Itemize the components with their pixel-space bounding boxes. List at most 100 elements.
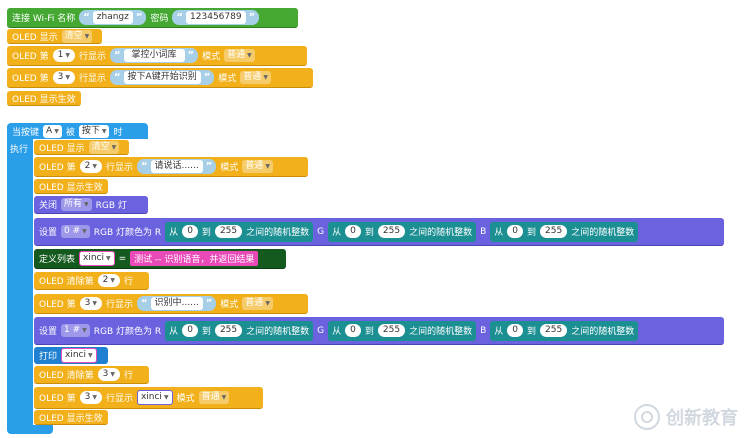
wifi-password-input[interactable]: 123456789 (186, 11, 246, 24)
chevron-down-icon: ▼ (92, 163, 97, 170)
exec-label: 执行 (10, 145, 29, 155)
oled-var-dropdown[interactable]: xinci▼ (136, 390, 173, 405)
wifi-connect-block[interactable]: 连接 Wi-Fi 名称 “ zhangz ” 密码 “ 123456789 ” (7, 8, 298, 28)
oled-line3-var-block[interactable]: OLED 第 3▼ 行显示 xinci▼ 模式 普通▼ (34, 387, 263, 409)
random-int-g[interactable]: 从 0 到 255 之间的随机整数 (328, 320, 477, 341)
oled-text-input[interactable]: 请说话...... (150, 160, 203, 173)
rgb-set-block[interactable]: 设置 0 #▼ RGB 灯颜色为 R 从 0 到 255 之间的随机整数 G 从… (34, 218, 724, 246)
random-max-input[interactable]: 255 (540, 324, 568, 337)
random-max-input[interactable]: 255 (214, 324, 243, 337)
wifi-password-string[interactable]: “ 123456789 ” (172, 10, 260, 25)
oled-line3-block[interactable]: OLED 第 3▼ 行显示 “ 按下A键开始识别 ” 模式 普通▼ (7, 68, 313, 88)
quote-close-icon: ” (187, 50, 195, 61)
clear-line-input[interactable]: 2▼ (97, 274, 120, 287)
wifi-name-string[interactable]: “ zhangz ” (79, 10, 147, 25)
random-suffix-label: 之间的随机整数 (246, 327, 310, 337)
chevron-down-icon: ▼ (263, 74, 268, 81)
random-int-r[interactable]: 从 0 到 255 之间的随机整数 (165, 221, 314, 242)
oled-effect-block[interactable]: OLED 显示生效 (7, 91, 81, 106)
line-number-value: 3 (84, 392, 91, 402)
oled-text-string[interactable]: “ 请说话...... ” (136, 159, 217, 174)
print-block[interactable]: 打印 xinci▼ (34, 347, 108, 364)
oled-line3-block[interactable]: OLED 第 3▼ 行显示 “ 识别中...... ” 模式 普通▼ (34, 294, 308, 314)
random-max-input[interactable]: 255 (377, 225, 406, 238)
led-select-dropdown[interactable]: 所有▼ (61, 198, 92, 211)
oled-line1-block[interactable]: OLED 第 1▼ 行显示 “ 掌控小词库 ” 模式 普通▼ (7, 46, 307, 66)
chevron-down-icon: ▼ (92, 394, 97, 401)
list-var-dropdown[interactable]: xinci▼ (79, 251, 115, 266)
line-number-input[interactable]: 3▼ (79, 391, 102, 404)
oled-clear-dropdown[interactable]: 清空▼ (61, 29, 93, 43)
random-min-input[interactable]: 0 (345, 324, 361, 337)
rgb-off-block[interactable]: 关闭 所有▼ RGB 灯 (34, 196, 148, 214)
random-min-input[interactable]: 0 (507, 324, 524, 337)
random-int-r[interactable]: 从 0 到 255 之间的随机整数 (165, 320, 314, 341)
random-max-input[interactable]: 255 (377, 324, 406, 337)
rgb-set-block[interactable]: 设置 1 #▼ RGB 灯颜色为 R 从 0 到 255 之间的随机整数 G 从… (34, 317, 724, 345)
speech-recognition-block[interactable]: 测试 -- 识别语音，并返回结果 (130, 251, 259, 266)
key-dropdown[interactable]: A▼ (43, 124, 62, 138)
quote-close-icon: ” (248, 12, 256, 23)
chevron-down-icon: ▼ (106, 255, 111, 262)
mode-label: 模式 (218, 74, 237, 84)
oled-clear-dropdown[interactable]: 清空▼ (88, 140, 120, 154)
clear-line-input[interactable]: 3▼ (97, 368, 120, 381)
oled-clear-block[interactable]: OLED 显示 清空▼ (7, 29, 102, 44)
mode-dropdown[interactable]: 普通▼ (240, 71, 271, 84)
oled-line-suffix: 行显示 (78, 52, 106, 62)
led-index-dropdown[interactable]: 0 #▼ (61, 225, 90, 238)
watermark-text: 创新教育 (666, 408, 738, 429)
random-min-input[interactable]: 0 (345, 225, 361, 238)
oled-clear-block[interactable]: OLED 显示 清空▼ (34, 140, 129, 155)
mode-label: 模式 (176, 394, 195, 404)
line-number-input[interactable]: 1▼ (52, 49, 75, 62)
oled-show-label: OLED 显示 (39, 143, 85, 154)
wifi-label: 连接 Wi-Fi 名称 (12, 14, 76, 24)
line-number-input[interactable]: 2▼ (79, 160, 102, 173)
random-max-input[interactable]: 255 (214, 225, 243, 238)
oled-show-label: OLED 显示 (12, 32, 58, 43)
oled-text-input[interactable]: 按下A键开始识别 (123, 71, 201, 84)
random-int-b[interactable]: 从 0 到 255 之间的随机整数 (490, 320, 639, 341)
oled-text-input[interactable]: 识别中...... (150, 297, 203, 310)
mode-dropdown[interactable]: 普通▼ (242, 297, 273, 310)
print-var-dropdown[interactable]: xinci▼ (61, 348, 97, 363)
button-event-header[interactable]: 当按键 A▼ 被 按下▼ 时 (7, 123, 148, 139)
oled-effect-block[interactable]: OLED 显示生效 (34, 179, 108, 194)
oled-clear-line-block[interactable]: OLED 清除第 3▼ 行 (34, 366, 149, 384)
mode-label: 模式 (220, 163, 239, 173)
mode-dropdown[interactable]: 普通▼ (242, 160, 273, 173)
oled-line2-block[interactable]: OLED 第 2▼ 行显示 “ 请说话...... ” 模式 普通▼ (34, 157, 308, 177)
mode-dropdown[interactable]: 普通▼ (198, 391, 230, 404)
line-number-value: 2 (84, 161, 91, 171)
from-label: 从 (169, 327, 179, 337)
oled-text-string[interactable]: “ 按下A键开始识别 ” (109, 70, 215, 85)
wifi-name-input[interactable]: zhangz (92, 11, 133, 24)
random-min-input[interactable]: 0 (507, 225, 524, 238)
random-min-input[interactable]: 0 (182, 324, 198, 337)
action-dropdown[interactable]: 按下▼ (78, 124, 110, 138)
oled-effect-label: OLED 显示生效 (39, 413, 103, 424)
random-int-g[interactable]: 从 0 到 255 之间的随机整数 (328, 221, 477, 242)
random-max-input[interactable]: 255 (540, 225, 568, 238)
oled-effect-block[interactable]: OLED 显示生效 (34, 410, 108, 425)
mode-value: 普通 (201, 392, 220, 402)
oled-text-string[interactable]: “ 识别中...... ” (136, 296, 217, 311)
random-suffix-label: 之间的随机整数 (409, 327, 473, 337)
quote-open-icon: “ (113, 50, 121, 61)
when-label: 当按键 (12, 127, 40, 138)
rgb-light-label: RGB 灯 (95, 201, 127, 211)
line-number-input[interactable]: 3▼ (79, 297, 102, 310)
oled-text-input[interactable]: 掌控小词库 (123, 49, 185, 62)
mode-dropdown[interactable]: 普通▼ (224, 49, 255, 62)
oled-clear-line-block[interactable]: OLED 清除第 2▼ 行 (34, 272, 149, 290)
define-list-block[interactable]: 定义列表 xinci▼ = 测试 -- 识别语音，并返回结果 (34, 249, 286, 269)
mode-value: 普通 (227, 50, 246, 60)
mode-label: 模式 (220, 300, 239, 310)
random-min-input[interactable]: 0 (182, 225, 198, 238)
led-index-dropdown[interactable]: 1 #▼ (61, 324, 90, 337)
line-number-input[interactable]: 3▼ (52, 71, 75, 84)
random-int-b[interactable]: 从 0 到 255 之间的随机整数 (490, 221, 639, 242)
off-label: 关闭 (39, 201, 58, 211)
oled-text-string[interactable]: “ 掌控小词库 ” (109, 48, 199, 63)
